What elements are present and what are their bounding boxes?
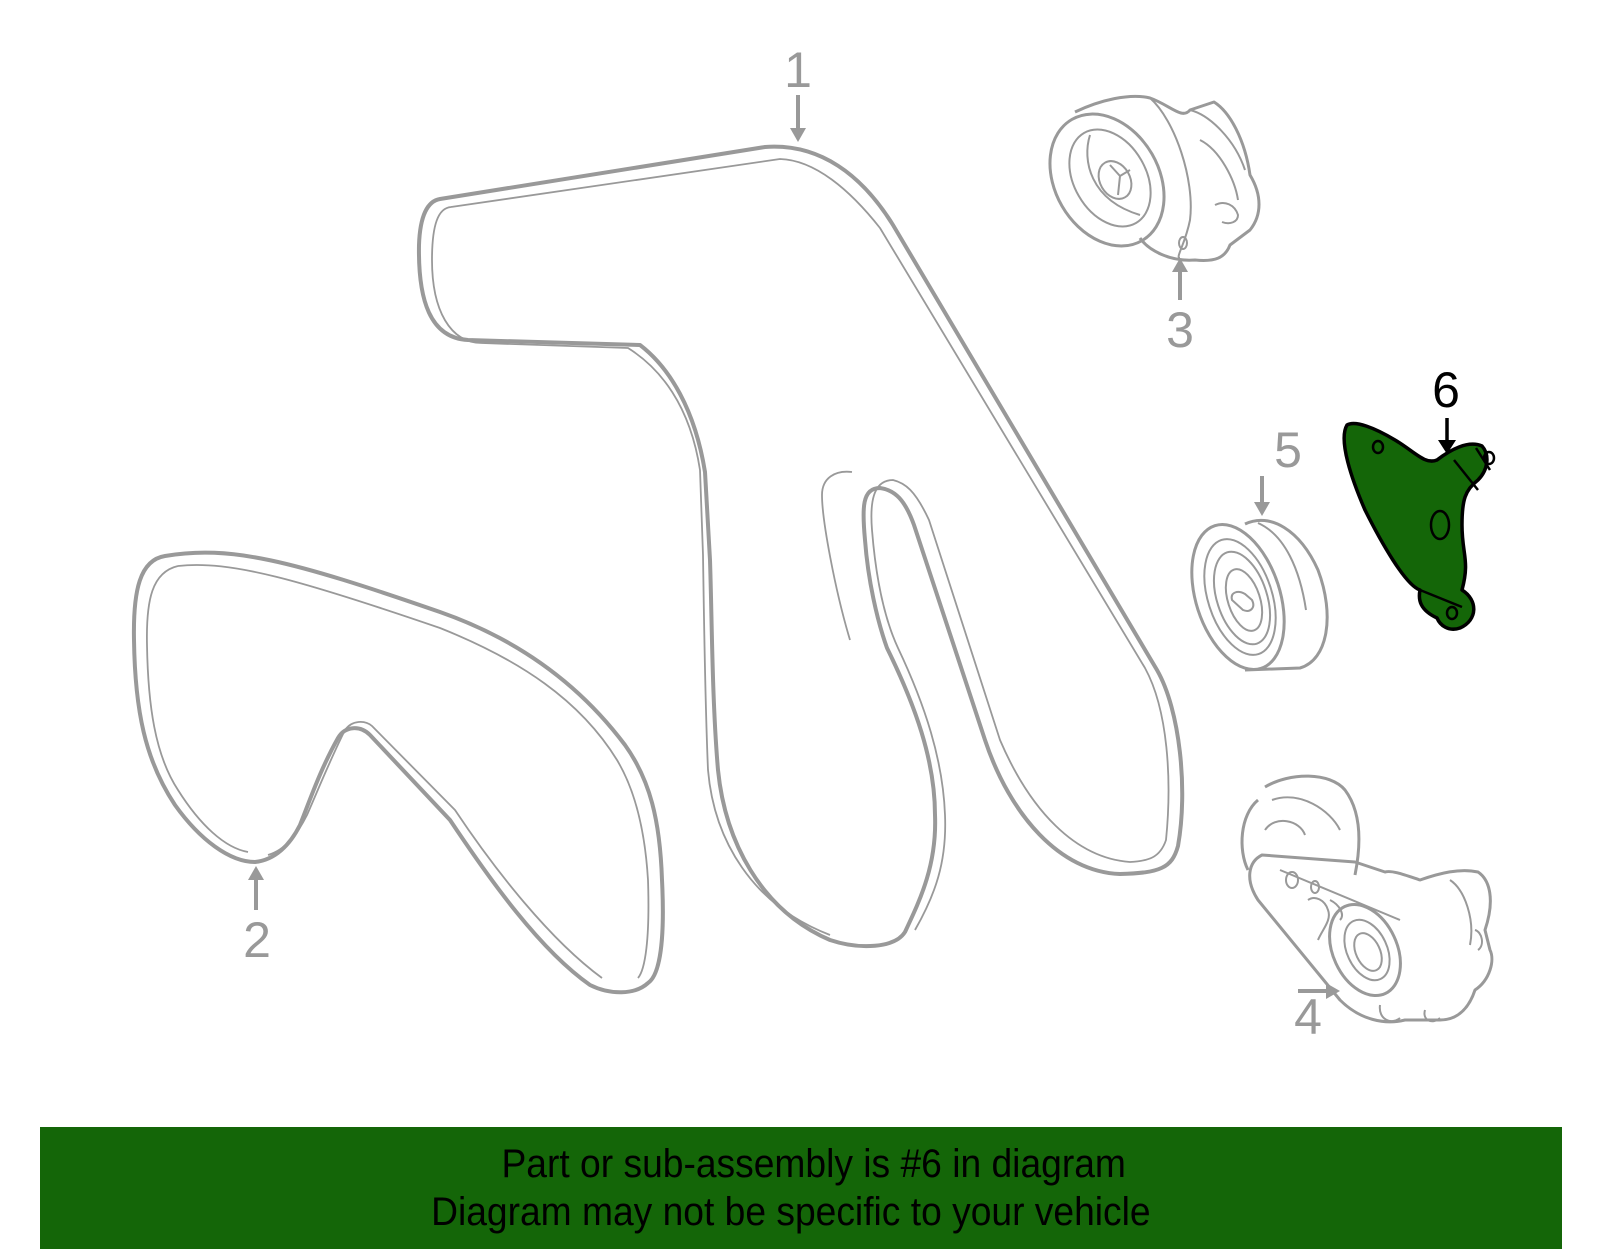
callout-label-2: 2 [243,912,271,968]
info-banner: Part or sub-assembly is #6 in diagram Di… [40,1127,1562,1249]
bracket-6-highlighted[interactable] [1342,421,1496,631]
callout-label-1: 1 [784,42,812,98]
callout-label-3: 3 [1166,302,1194,358]
idler-pulley-5[interactable] [1175,513,1329,682]
banner-part-text: Part or sub-assembly is #6 in diagram [501,1142,1126,1186]
callout-label-6: 6 [1432,362,1460,418]
belt-2[interactable] [131,550,665,995]
tensioner-upper-3[interactable] [1027,93,1261,266]
tensioner-lower-4[interactable] [1240,774,1494,1024]
belt-1[interactable] [416,144,1185,949]
callout-label-5: 5 [1274,422,1302,478]
callout-label-4: 4 [1294,989,1322,1045]
banner-disclaimer-text: Diagram may not be specific to your vehi… [431,1190,1151,1234]
